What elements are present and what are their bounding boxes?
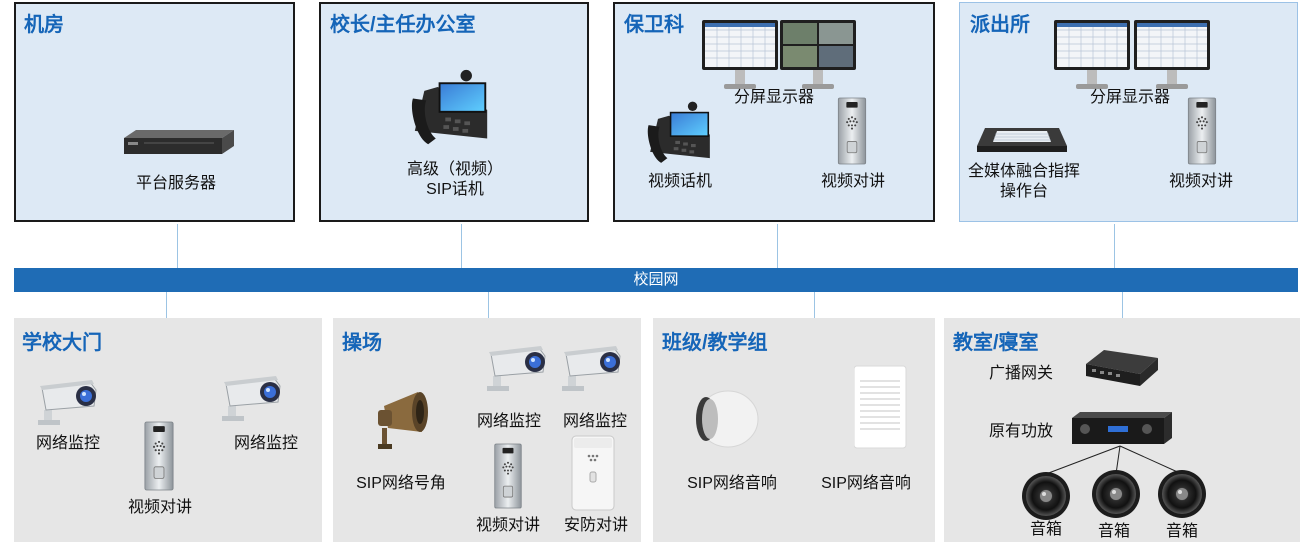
device-label-sip-phone-line1: 高级（视频）	[406, 161, 503, 178]
security-intercom-icon	[571, 435, 615, 511]
device-label-video-intercom-gate: 视频对讲	[127, 499, 192, 516]
device-label-broadcast-gateway: 广播网关	[988, 365, 1053, 382]
device-label-speaker: 音箱	[1029, 521, 1062, 538]
panel-title-class-group: 班级/教学组	[662, 332, 768, 354]
split-monitor-icon	[780, 20, 856, 89]
horn-speaker-icon	[378, 392, 428, 449]
campus-network-bar: 校园网	[14, 268, 1298, 292]
device-label-server: 平台服务器	[135, 175, 216, 192]
device-label-sip-wall-speaker: SIP网络音响	[821, 475, 911, 492]
panel-title-principal-office: 校长/主任办公室	[330, 14, 476, 36]
connector-line	[166, 292, 167, 318]
device-label-security-intercom: 安防对讲	[563, 517, 628, 534]
device-label-video-intercom-police: 视频对讲	[1168, 173, 1233, 190]
device-label-command-console-line1: 全媒体融合指挥	[967, 163, 1080, 180]
device-label-camera: 网络监控	[35, 435, 100, 452]
camera-icon	[221, 375, 281, 422]
device-label-speaker: 音箱	[1097, 523, 1130, 540]
split-monitor-icon	[1133, 19, 1211, 90]
ceiling-speaker-icon	[696, 390, 759, 448]
panel-title-machine-room: 机房	[24, 14, 64, 36]
connector-line	[177, 224, 178, 268]
panel-title-police-station: 派出所	[970, 14, 1030, 36]
device-label-camera: 网络监控	[233, 435, 298, 452]
intercom-icon	[1187, 97, 1217, 165]
camera-icon	[37, 379, 97, 426]
device-label-split-monitor-police: 分屏显示器	[1089, 89, 1170, 106]
device-label-sip-horn: SIP网络号角	[356, 475, 446, 492]
connector-line	[777, 224, 778, 268]
connector-line	[1114, 224, 1115, 268]
panel-title-school-gate: 学校大门	[22, 332, 102, 354]
device-label-camera: 网络监控	[562, 413, 627, 430]
device-label-camera: 网络监控	[476, 413, 541, 430]
split-monitor-icon	[1053, 19, 1131, 90]
speaker-icon	[1092, 470, 1140, 518]
camera-icon	[486, 345, 546, 392]
command-console-icon	[977, 128, 1067, 152]
connector-line	[814, 292, 815, 318]
server-icon	[124, 130, 234, 154]
video-phone-icon	[646, 100, 711, 164]
speaker-wiring-lines	[1045, 445, 1183, 475]
video-phone-icon	[410, 68, 489, 146]
device-label-video-intercom-playground: 视频对讲	[475, 517, 540, 534]
wall-speaker-icon	[846, 365, 907, 449]
connector-line	[461, 224, 462, 268]
intercom-icon	[837, 97, 867, 165]
connector-line	[488, 292, 489, 318]
device-label-split-monitor: 分屏显示器	[733, 89, 814, 106]
device-label-video-intercom: 视频对讲	[820, 173, 885, 190]
amplifier-icon	[1072, 412, 1172, 444]
connector-line	[1122, 292, 1123, 318]
speaker-icon	[1158, 470, 1206, 518]
camera-icon	[561, 345, 621, 392]
device-label-sip-ceiling-speaker: SIP网络音响	[687, 475, 777, 492]
device-label-command-console-line2: 操作台	[999, 183, 1048, 200]
device-label-speaker: 音箱	[1165, 523, 1198, 540]
device-label-amplifier: 原有功放	[988, 423, 1053, 440]
device-label-sip-phone-line2: SIP话机	[426, 181, 484, 198]
panel-title-classroom-dorm: 教室/寝室	[953, 332, 1039, 354]
intercom-icon	[144, 421, 174, 491]
device-label-video-phone: 视频话机	[647, 173, 712, 190]
panel-machine-room	[14, 2, 295, 222]
intercom-icon	[494, 443, 522, 509]
split-monitor-icon	[701, 19, 779, 90]
speaker-icon	[1022, 472, 1070, 520]
panel-title-security-office: 保卫科	[624, 14, 684, 36]
panel-title-playground: 操场	[342, 332, 382, 354]
gateway-icon	[1086, 350, 1158, 386]
